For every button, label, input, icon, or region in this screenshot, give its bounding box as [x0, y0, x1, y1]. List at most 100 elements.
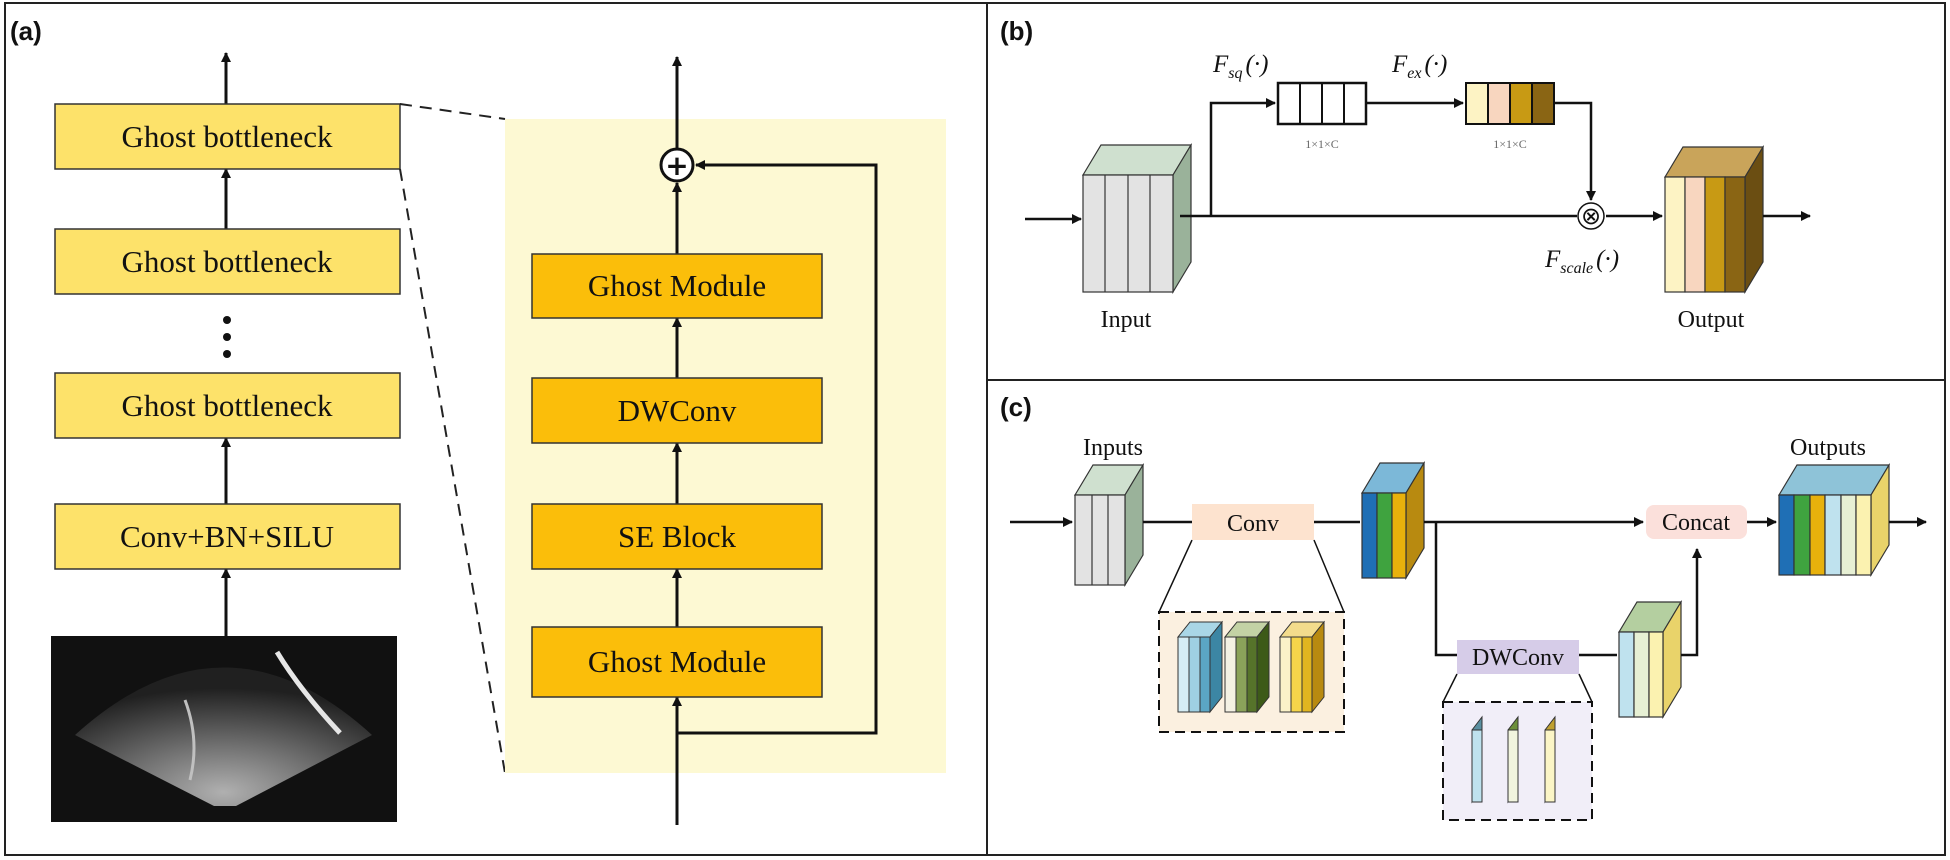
ghost-bottleneck-box-2 [54, 228, 401, 295]
panel-label-b: (b) [1000, 16, 1033, 46]
residual-skip-arrow [677, 160, 878, 735]
f-scale-label: Fscale(·) [1544, 246, 1619, 277]
conv-kernel-blue [1176, 620, 1224, 714]
kernel-green-side [1256, 620, 1270, 714]
kernel-yellow-slice-2 [1290, 636, 1303, 713]
ellipsis-dot-1 [223, 316, 231, 324]
ellipsis-dot-3 [223, 350, 231, 358]
outputs-tensor-top [1777, 464, 1891, 496]
zoom-connector-top [399, 103, 506, 120]
kernel-blue-side [1209, 620, 1223, 714]
dw-kernel-1-face [1471, 729, 1483, 803]
outputs-slice-1 [1778, 494, 1795, 576]
dwconv-box-c [1457, 640, 1579, 674]
dw-kernel-3-face [1544, 729, 1556, 803]
add-node [659, 147, 695, 183]
arrow-ghost-to-concat [1681, 548, 1702, 657]
kernel-blue-slice-1 [1177, 636, 1190, 713]
f-ex-label: Fex(·) [1391, 51, 1447, 82]
squeeze-dims: 1×1×C [1305, 137, 1339, 151]
conv-label: Conv [1227, 511, 1279, 537]
conv-bn-silu-label: Conv+BN+SILU [120, 519, 334, 554]
f-ex-base: F [1391, 51, 1408, 78]
f-scale-base: F [1544, 246, 1561, 273]
intrinsic-slice-blue [1361, 492, 1378, 579]
arrow-to-scale [1554, 101, 1596, 201]
output-slice-4 [1724, 176, 1746, 293]
panel-c: Inputs Conv [1010, 435, 1927, 821]
outputs-slice-5 [1840, 494, 1857, 576]
excite-cell-1 [1465, 82, 1489, 125]
concat-box [1646, 505, 1747, 539]
output-tensor [1663, 144, 1765, 295]
se-block-box [531, 503, 823, 570]
output-label: Output [1678, 307, 1745, 333]
dwconv-zoom-line-left [1442, 673, 1458, 703]
panel-label-a: (a) [10, 16, 42, 46]
excite-dims: 1×1×C [1493, 137, 1527, 151]
kernel-green-slice-1 [1224, 636, 1237, 713]
ellipsis-dot-2 [223, 333, 231, 341]
ghost-bottleneck-label-3: Ghost bottleneck [122, 388, 333, 423]
f-sq-sub: sq [1228, 65, 1242, 82]
kernel-yellow-slice-1 [1279, 636, 1292, 713]
kernel-yellow-side [1311, 620, 1325, 714]
multiply-symbol: ⊗ [1581, 202, 1601, 230]
dw-kernel-2 [1507, 715, 1519, 804]
conv-kernel-yellow [1278, 620, 1326, 714]
inputs-tensor [1073, 462, 1145, 588]
panel-b: Input 1×1×C Fsq(·) Fex(·) 1×1×C ⊗ Fscale… [1025, 51, 1811, 333]
outputs-slice-2 [1793, 494, 1811, 576]
dw-kernel-3 [1544, 715, 1556, 804]
outputs-slice-3 [1809, 494, 1826, 576]
kernel-yellow-slice-3 [1301, 636, 1313, 713]
ultrasound-streak [183, 699, 196, 781]
ghost-module-box-top [531, 253, 823, 319]
ghost-bottleneck-box-1 [54, 103, 401, 170]
dwconv-label-c: DWConv [1472, 645, 1564, 671]
dwconv-label: DWConv [618, 393, 737, 428]
ultrasound-highlight [274, 650, 342, 735]
ghost-slice-blue [1618, 631, 1635, 718]
f-scale-sub: scale [1560, 260, 1593, 277]
conv-bn-silu-box [54, 503, 401, 570]
output-slice-1 [1664, 176, 1686, 293]
kernel-blue-slice-2 [1188, 636, 1201, 713]
arrow-to-squeeze [1209, 98, 1276, 216]
ghost-module-box-bottom [531, 626, 823, 698]
ghost-feature-tensor [1617, 599, 1683, 720]
output-slice-2 [1684, 176, 1706, 293]
kernel-blue-slice-3 [1199, 636, 1211, 713]
outputs-slice-6 [1855, 494, 1872, 576]
se-block-label: SE Block [618, 519, 736, 554]
ultrasound-image [51, 636, 397, 822]
excite-cell-3 [1509, 82, 1533, 125]
kernel-green-slice-3 [1246, 636, 1258, 713]
ghost-bottleneck-box-3 [54, 372, 401, 439]
output-slice-3 [1704, 176, 1726, 293]
f-sq-arg: (·) [1246, 51, 1269, 78]
excite-cell-4 [1531, 82, 1555, 125]
intrinsic-slice-green [1376, 492, 1393, 579]
concat-label: Concat [1662, 510, 1730, 536]
line-to-dwconv [1434, 522, 1457, 657]
outputs-tensor [1777, 462, 1891, 578]
ultrasound-cone [75, 667, 372, 806]
f-scale-arg: (·) [1596, 246, 1619, 273]
outputs-slice-4 [1824, 494, 1842, 576]
input-tensor [1081, 142, 1193, 295]
f-sq-label: Fsq(·) [1212, 51, 1268, 82]
multiply-node [1577, 202, 1605, 230]
ghost-bottleneck-label-1: Ghost bottleneck [122, 119, 333, 154]
add-symbol: + [665, 149, 688, 182]
dwconv-box [531, 377, 823, 444]
zoom-connector-bottom [399, 168, 506, 774]
conv-box [1192, 504, 1314, 540]
panel-label-c: (c) [1000, 392, 1032, 422]
outputs-label: Outputs [1790, 435, 1866, 461]
ghost-module-label-top: Ghost Module [588, 268, 766, 303]
input-label: Input [1101, 307, 1152, 333]
dw-kernel-1 [1471, 715, 1483, 804]
ghost-slice-green [1633, 631, 1650, 718]
